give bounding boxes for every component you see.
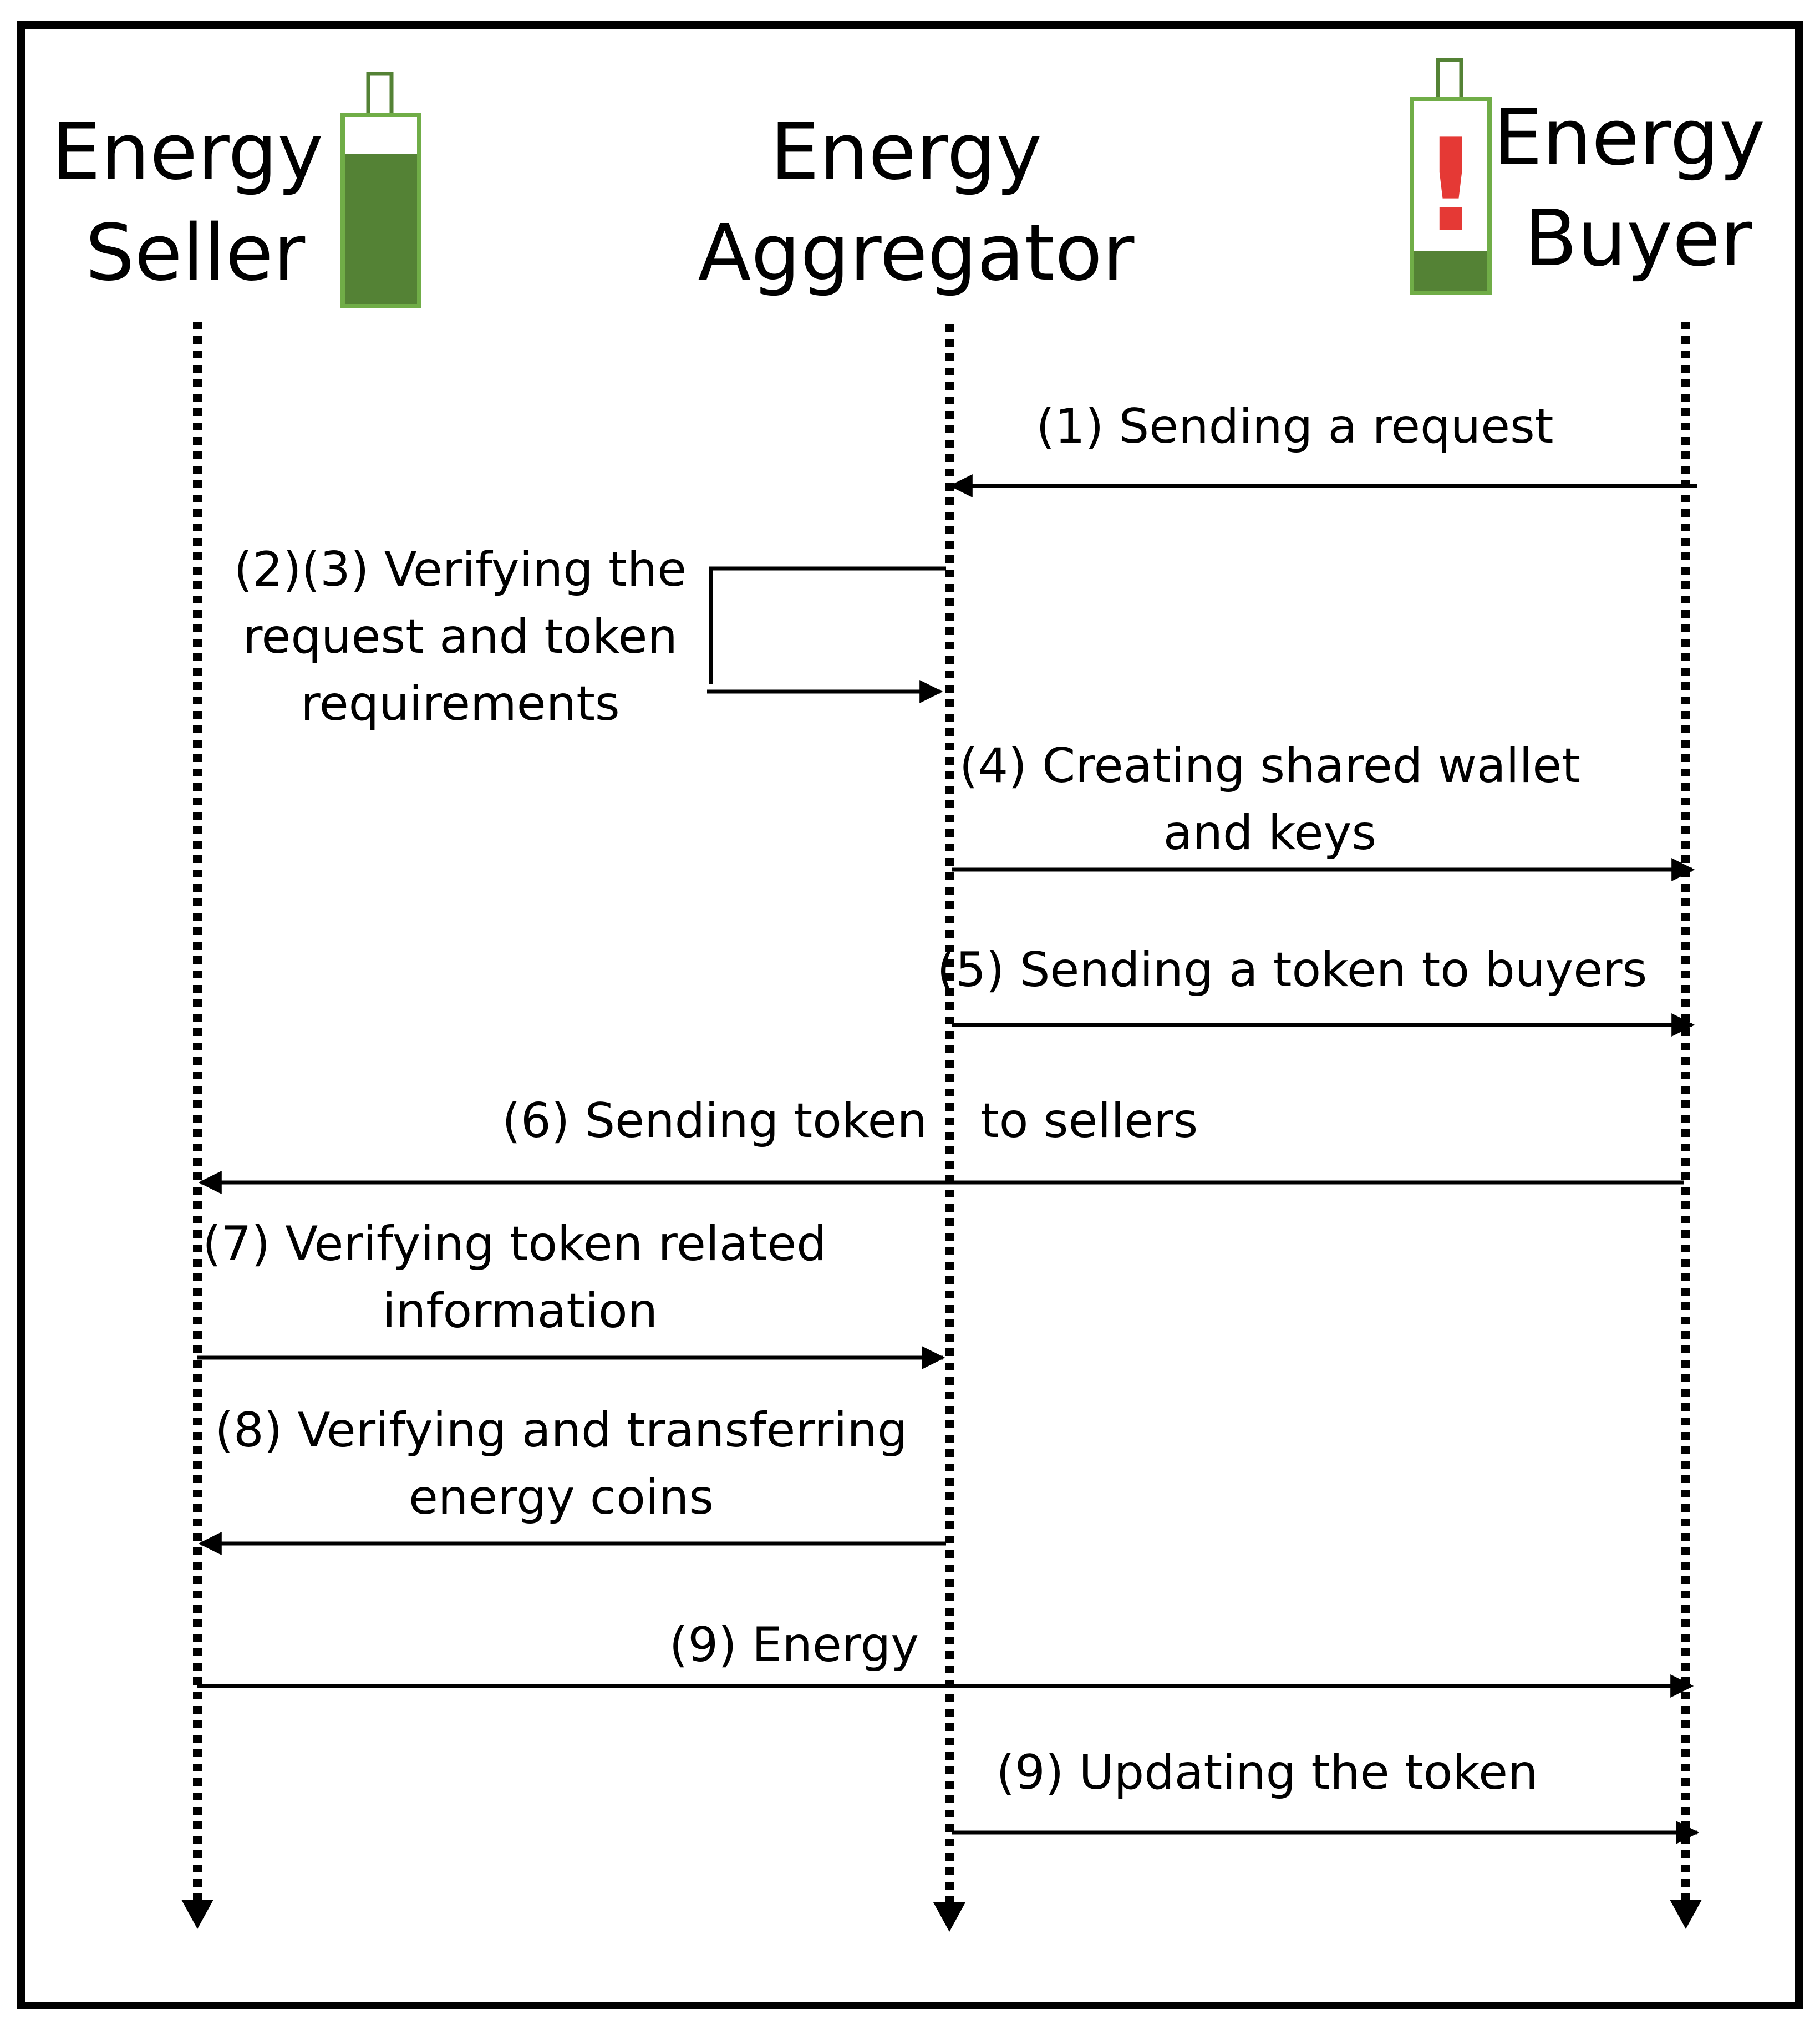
message-23-label-line2: request and token [243, 609, 678, 664]
message-23-label-line3: requirements [301, 676, 619, 732]
message-8-label-line2: energy coins [409, 1470, 714, 1525]
buyer-lifeline [1670, 322, 1702, 1929]
seller-label-line1: Energy [52, 107, 323, 197]
aggregator-label-line2: Aggregator [698, 208, 1135, 298]
message-7-label-line2: information [383, 1283, 658, 1339]
buyer-label-line1: Energy [1493, 93, 1765, 183]
message-6-label-right: to sellers [980, 1093, 1198, 1149]
message-9-update-label: (9) Updating the token [997, 1745, 1538, 1800]
battery-full-level [345, 154, 417, 304]
battery-full-icon [340, 72, 421, 308]
aggregator-lifeline [933, 324, 965, 1932]
message-8-label-line1: (8) Verifying and transferring [215, 1403, 907, 1458]
message-6-label-left: (6) Sending token [502, 1093, 927, 1149]
alert-icon: ! [1422, 112, 1480, 260]
battery-low-level [1414, 251, 1487, 291]
seller-lifeline [181, 322, 213, 1929]
aggregator-label-line1: Energy [770, 107, 1042, 197]
seller-label-line2: Seller [85, 208, 306, 298]
message-4-label-line1: (4) Creating shared wallet [959, 738, 1580, 794]
message-7-label-line1: (7) Verifying token related [202, 1216, 826, 1272]
battery-full-terminal [366, 72, 394, 117]
buyer-label-line2: Buyer [1524, 194, 1752, 284]
diagram-frame [17, 21, 1803, 2009]
battery-low-alert-icon: ! [1410, 58, 1492, 295]
message-1-label: (1) Sending a request [1036, 399, 1553, 454]
message-23-label-line1: (2)(3) Verifying the [234, 542, 687, 597]
message-4-label-line2: and keys [1163, 805, 1376, 861]
message-5-label: (5) Sending a token to buyers [937, 942, 1648, 998]
battery-low-terminal [1436, 58, 1463, 101]
message-9-energy-label: (9) Energy [669, 1617, 919, 1673]
message-23-self-loop-arrow [707, 566, 946, 692]
